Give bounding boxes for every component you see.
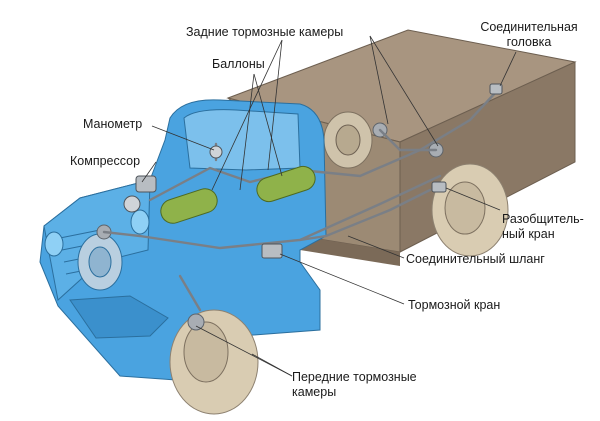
leader-lines	[141, 35, 517, 377]
compressor-body	[135, 175, 157, 193]
air-lines	[102, 90, 498, 312]
label-cylinders: Баллоны	[212, 57, 265, 71]
label-manometer: Манометр	[83, 117, 143, 131]
brake-valve-body	[261, 243, 283, 259]
label-disconnect-valve: Разобщитель- ный кран	[502, 212, 584, 242]
coupling-head-body	[489, 83, 503, 95]
label-coupling-head-line2: головка	[506, 35, 552, 49]
components	[123, 83, 503, 259]
label-coupling-head: Соединительная головка	[470, 20, 588, 50]
disconnect-valve-body	[431, 181, 447, 193]
label-disconnect-valve-line1: Разобщитель-	[502, 212, 584, 226]
air-cylinders	[160, 165, 316, 224]
label-rear-brake-chambers: Задние тормозные камеры	[186, 25, 344, 39]
rear-wheels	[323, 111, 509, 257]
label-front-brake-chambers-line1: Передние тормозные	[292, 370, 417, 384]
label-brake-valve: Тормозной кран	[408, 298, 501, 312]
label-disconnect-valve-line2: ный кран	[502, 227, 555, 241]
label-front-brake-chambers-line2: камеры	[292, 385, 337, 399]
label-coupling-head-line1: Соединительная	[480, 20, 578, 34]
label-connecting-hose: Соединительный шланг	[406, 252, 545, 266]
manometer-gauge	[209, 145, 223, 159]
label-front-brake-chambers: Передние тормозные камеры	[292, 370, 417, 400]
label-compressor: Компрессор	[70, 154, 141, 168]
